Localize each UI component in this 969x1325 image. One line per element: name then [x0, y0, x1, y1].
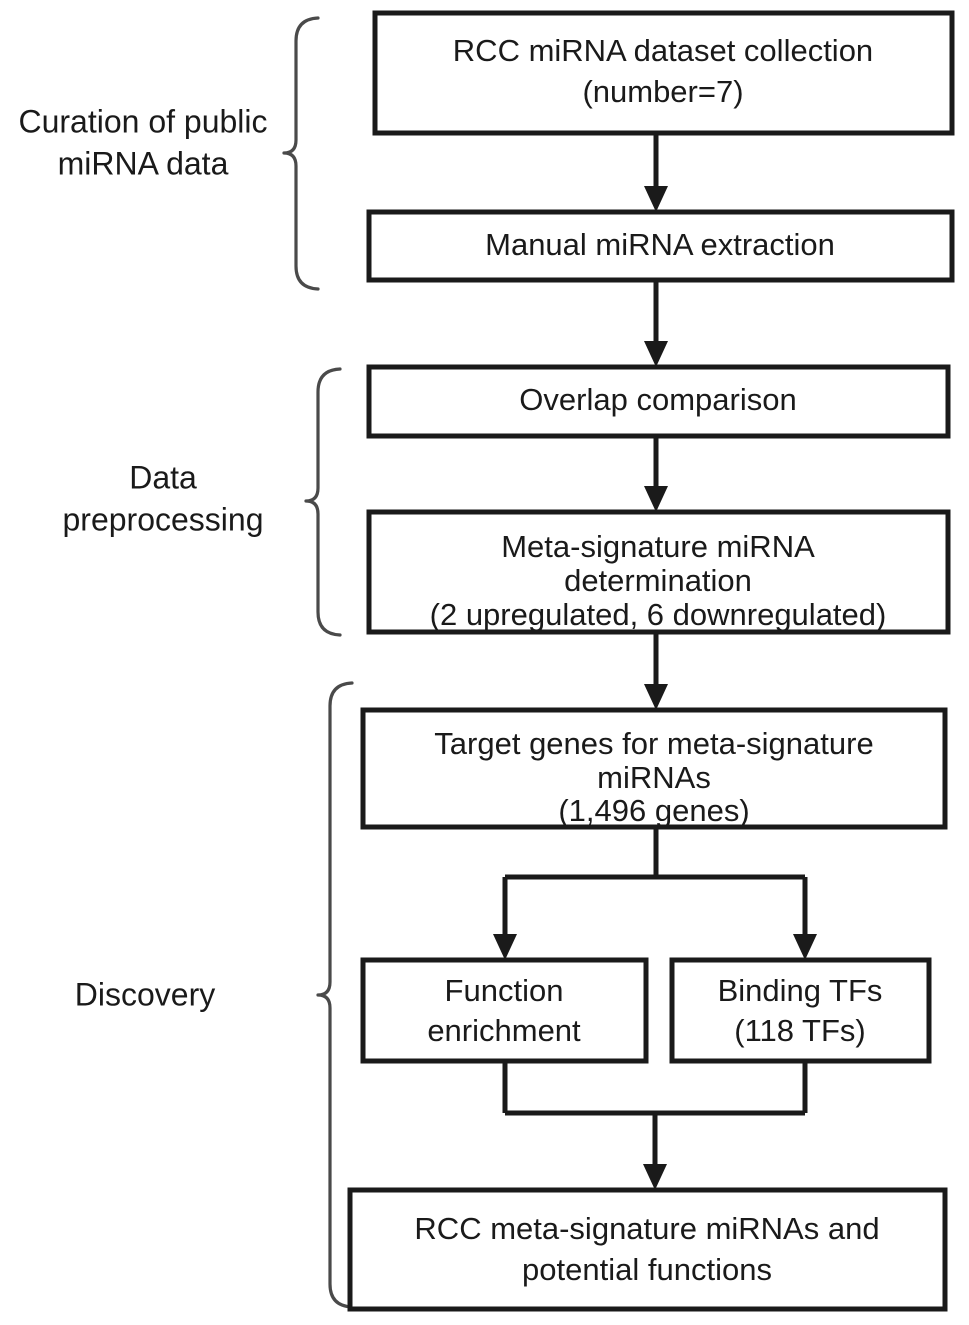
node-target-genes[interactable]: Target genes for meta-signature miRNAs (… — [360, 707, 948, 830]
node-final-result[interactable]: RCC meta-signature miRNAs and potential … — [347, 1187, 948, 1312]
edge-meta-to-target — [644, 632, 668, 710]
stage-label-curation-line2: miRNA data — [58, 145, 229, 181]
stage-brace-curation — [282, 16, 320, 291]
node-meta-signature-line2: determination — [564, 563, 752, 598]
node-target-genes-line1: Target genes for meta-signature — [434, 726, 873, 761]
node-dataset-collection-line1: RCC miRNA dataset collection — [453, 33, 873, 68]
node-function-enrichment-line1: Function — [445, 973, 564, 1008]
node-target-genes-line2: miRNAs — [597, 760, 711, 795]
stage-label-curation: Curation of public miRNA data — [18, 103, 267, 181]
edge-overlap-to-meta — [644, 436, 668, 512]
node-overlap-comparison[interactable]: Overlap comparison — [366, 364, 951, 439]
node-binding-tfs[interactable]: Binding TFs (118 TFs) — [669, 957, 932, 1064]
node-binding-tfs-line1: Binding TFs — [718, 973, 883, 1008]
edge-collection-to-extraction — [644, 133, 668, 212]
stage-brace-preprocessing — [304, 367, 342, 637]
stage-label-preprocessing: Data preprocessing — [63, 459, 264, 537]
stage-label-curation-line1: Curation of public — [18, 103, 267, 139]
node-meta-signature-line1: Meta-signature miRNA — [501, 529, 815, 564]
stage-label-preprocessing-line1: Data — [129, 459, 197, 495]
edge-target-split — [493, 827, 817, 960]
node-function-enrichment-line2: enrichment — [427, 1013, 581, 1048]
node-dataset-collection-line2: (number=7) — [582, 74, 743, 109]
stage-label-discovery: Discovery — [75, 976, 215, 1012]
edge-merge-to-final — [502, 1061, 808, 1190]
node-function-enrichment[interactable]: Function enrichment — [360, 957, 649, 1064]
node-final-result-line2: potential functions — [522, 1252, 772, 1287]
node-manual-extraction-line1: Manual miRNA extraction — [485, 227, 835, 262]
node-meta-signature-line3: (2 upregulated, 6 downregulated) — [430, 597, 887, 632]
stage-label-discovery-line1: Discovery — [75, 976, 215, 1012]
node-manual-extraction[interactable]: Manual miRNA extraction — [366, 209, 955, 283]
node-final-result-line1: RCC meta-signature miRNAs and — [414, 1211, 879, 1246]
stage-label-preprocessing-line2: preprocessing — [63, 501, 264, 537]
edge-extraction-to-overlap — [644, 280, 668, 367]
node-target-genes-line3: (1,496 genes) — [558, 793, 749, 828]
node-binding-tfs-line2: (118 TFs) — [734, 1013, 866, 1048]
node-overlap-comparison-line1: Overlap comparison — [519, 382, 796, 417]
node-meta-signature-determination[interactable]: Meta-signature miRNA determination (2 up… — [366, 509, 951, 635]
stage-brace-discovery — [316, 681, 354, 1309]
node-dataset-collection[interactable]: RCC miRNA dataset collection (number=7) — [372, 10, 955, 136]
